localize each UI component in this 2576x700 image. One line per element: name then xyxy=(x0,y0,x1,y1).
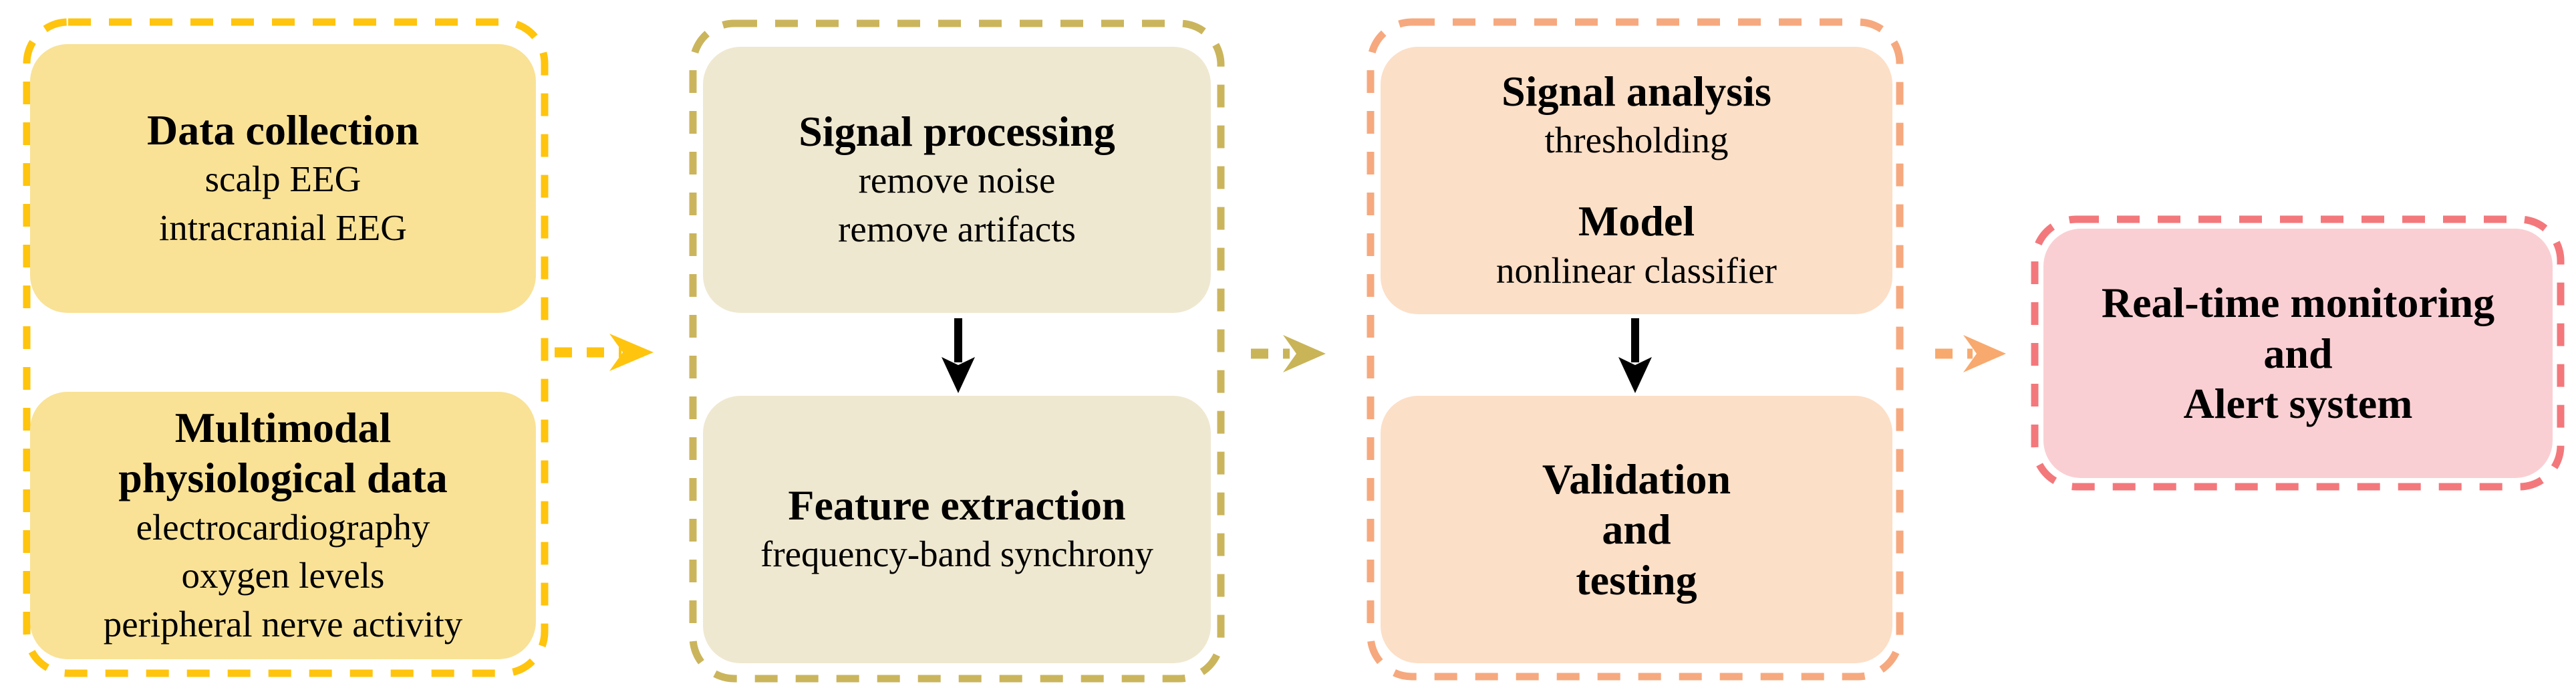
data-collection-box: Data collection scalp EEG intracranial E… xyxy=(30,44,536,313)
multimodal-data-section: Multimodal physiological data electrocar… xyxy=(104,402,463,649)
stage-2-dashed-outline xyxy=(689,19,1225,683)
signal-analysis-section: Signal analysis thresholding xyxy=(1501,66,1771,165)
connector-arrow-3-head xyxy=(1963,335,2006,372)
nonlinear-classifier-label: nonlinear classifier xyxy=(1496,249,1777,291)
thresholding-label: thresholding xyxy=(1544,120,1729,161)
connector-arrow-1-head xyxy=(609,334,654,371)
stage-3-dashed-outline xyxy=(1367,18,1904,681)
intracranial-eeg-label: intracranial EEG xyxy=(158,207,408,248)
feature-extraction-box: Feature extraction frequency-band synchr… xyxy=(703,396,1211,663)
model-heading: Model xyxy=(1578,197,1695,245)
frequency-band-synchrony-label: frequency-band synchrony xyxy=(760,534,1153,575)
oxygen-levels-label: oxygen levels xyxy=(181,555,385,596)
realtime-monitoring-alert-box: Real-time monitoring and Alert system xyxy=(2043,229,2553,478)
peripheral-nerve-activity-label: peripheral nerve activity xyxy=(103,603,463,645)
electrocardiography-label: electrocardiography xyxy=(136,506,430,548)
validation-testing-box: Validation and testing xyxy=(1381,396,1892,663)
multimodal-data-heading: Multimodal physiological data xyxy=(118,403,448,502)
down-arrow-stage2-head xyxy=(942,357,975,393)
data-collection-section: Data collection scalp EEG intracranial E… xyxy=(147,105,419,253)
remove-noise-label: remove noise xyxy=(858,160,1056,201)
connector-arrow-2-head xyxy=(1283,335,1326,372)
validation-testing-heading: Validation and testing xyxy=(1542,455,1731,604)
validation-testing-section: Validation and testing xyxy=(1542,454,1731,606)
remove-artifacts-label: remove artifacts xyxy=(838,208,1076,249)
signal-analysis-heading: Signal analysis xyxy=(1501,67,1771,115)
multimodal-data-box: Multimodal physiological data electrocar… xyxy=(30,392,536,659)
signal-processing-heading: Signal processing xyxy=(799,107,1115,155)
realtime-monitoring-alert-heading: Real-time monitoring and Alert system xyxy=(2101,279,2495,428)
model-section: Model nonlinear classifier xyxy=(1496,196,1777,295)
signal-processing-section: Signal processing remove noise remove ar… xyxy=(799,106,1115,254)
stage-1-dashed-outline xyxy=(23,18,549,677)
stage-4-dashed-outline xyxy=(2031,215,2565,491)
scalp-eeg-label: scalp EEG xyxy=(204,158,362,200)
signal-analysis-model-box: Signal analysis thresholding Model nonli… xyxy=(1381,47,1892,314)
signal-processing-box: Signal processing remove noise remove ar… xyxy=(703,47,1211,313)
realtime-monitoring-alert-section: Real-time monitoring and Alert system xyxy=(2102,277,2494,429)
data-collection-heading: Data collection xyxy=(147,106,419,154)
down-arrow-stage3-head xyxy=(1618,357,1652,393)
feature-extraction-section: Feature extraction frequency-band synchr… xyxy=(760,480,1153,579)
feature-extraction-heading: Feature extraction xyxy=(788,481,1126,529)
